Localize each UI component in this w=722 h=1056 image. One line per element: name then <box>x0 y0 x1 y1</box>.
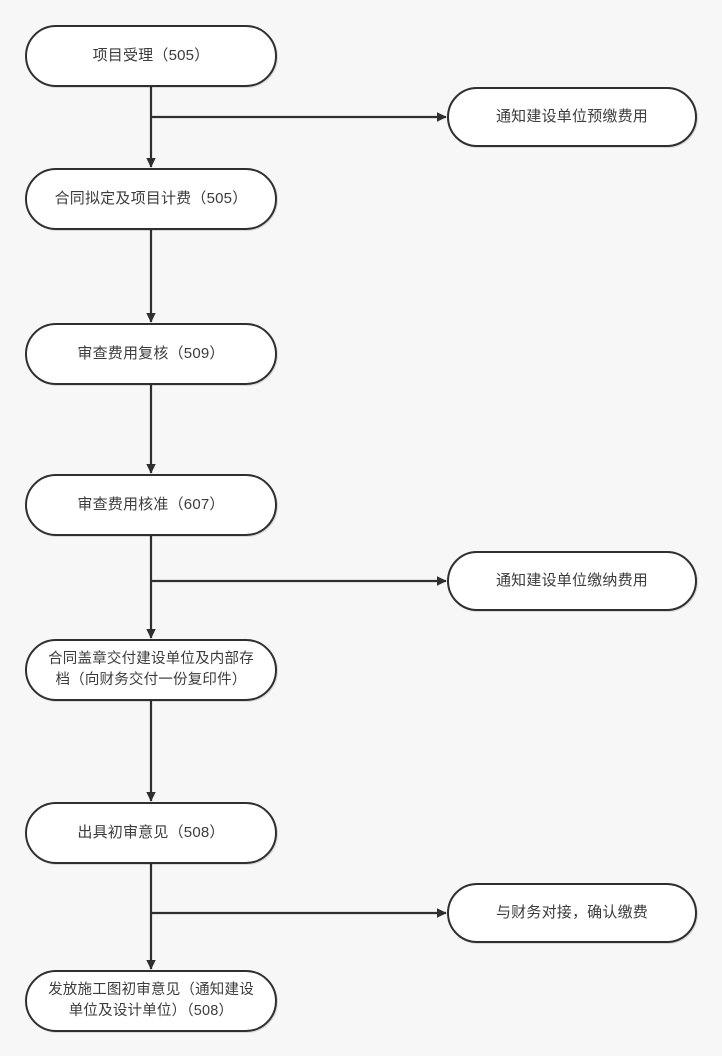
flow-node-label: 出具初审意见（508） <box>77 824 225 842</box>
flow-node-label: 审查费用复核（509） <box>77 345 225 363</box>
flow-node-label: 合同盖章交付建设单位及内部存 档（向财务交付一份复印件） <box>48 650 254 688</box>
flow-node-release-drawing-opinion[interactable]: 发放施工图初审意见（通知建设 单位及设计单位）（508） <box>25 970 277 1032</box>
flow-node-project-acceptance[interactable]: 项目受理（505） <box>25 25 277 87</box>
branch-node-notify-prepayment[interactable]: 通知建设单位预缴费用 <box>447 87 697 147</box>
branch-node-notify-payment[interactable]: 通知建设单位缴纳费用 <box>447 551 697 611</box>
flow-node-issue-preliminary-opinion[interactable]: 出具初审意见（508） <box>25 802 277 864</box>
flow-node-contract-sealing[interactable]: 合同盖章交付建设单位及内部存 档（向财务交付一份复印件） <box>25 639 277 701</box>
flow-node-fee-approval[interactable]: 审查费用核准（607） <box>25 474 277 536</box>
flow-node-contract-drafting[interactable]: 合同拟定及项目计费（505） <box>25 168 277 230</box>
flow-node-label: 发放施工图初审意见（通知建设 单位及设计单位）（508） <box>48 981 254 1019</box>
branch-node-finance-confirm[interactable]: 与财务对接，确认缴费 <box>447 883 697 943</box>
flow-node-label: 审查费用核准（607） <box>77 496 225 514</box>
branch-node-label: 通知建设单位缴纳费用 <box>495 572 648 590</box>
branch-node-label: 通知建设单位预缴费用 <box>495 108 648 126</box>
flow-node-label: 合同拟定及项目计费（505） <box>54 190 248 208</box>
branch-node-label: 与财务对接，确认缴费 <box>495 904 648 922</box>
flow-node-fee-review[interactable]: 审查费用复核（509） <box>25 323 277 385</box>
flow-node-label: 项目受理（505） <box>92 47 210 65</box>
